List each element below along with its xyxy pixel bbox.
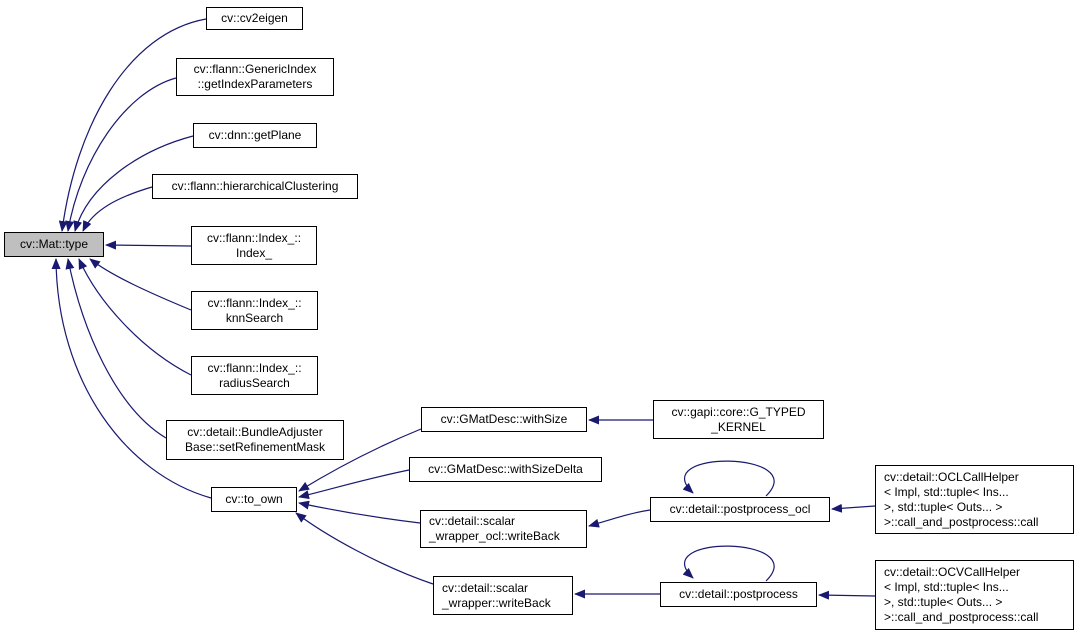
- node-postprocess-ocl[interactable]: cv::detail::postprocess_ocl: [650, 497, 830, 522]
- node-flann-radiussearch[interactable]: cv::flann::Index_:: radiusSearch: [191, 356, 318, 395]
- edge-with_size_delta-to-to_own: [298, 469, 410, 500]
- edge-with_size-to-to_own: [298, 428, 422, 492]
- node-flann-hierarchicalclustering[interactable]: cv::flann::hierarchicalClustering: [152, 174, 358, 199]
- edge-postprocess-to-postprocess: [682, 545, 775, 582]
- node-gmatdesc-withsizedelta[interactable]: cv::GMatDesc::withSizeDelta: [409, 457, 602, 482]
- node-to-own[interactable]: cv::to_own: [211, 487, 297, 512]
- node-postprocess[interactable]: cv::detail::postprocess: [660, 582, 817, 607]
- edge-ocl_call_helper-to-postprocess_ocl: [831, 503, 876, 513]
- edge-postprocess_ocl-to-postprocess_ocl: [682, 460, 775, 497]
- edge-cv2eigen-to-mat_type: [58, 18, 207, 232]
- node-gmatdesc-withsize[interactable]: cv::GMatDesc::withSize: [421, 407, 587, 432]
- edge-ocv_call_helper-to-postprocess: [818, 590, 876, 600]
- node-genericindex-getindexparameters[interactable]: cv::flann::GenericIndex ::getIndexParame…: [176, 58, 334, 96]
- edge-postprocess_ocl-to-scalar_wrapper_ocl: [588, 509, 651, 528]
- edge-knn_search-to-mat_type: [89, 258, 192, 311]
- node-ocv-call-helper-call[interactable]: cv::detail::OCVCallHelper < Impl, std::t…: [875, 560, 1074, 630]
- edge-hierarchical_clustering-to-mat_type: [82, 186, 153, 232]
- node-scalar-wrapper-ocl-writeback[interactable]: cv::detail::scalar _wrapper_ocl::writeBa…: [420, 510, 587, 548]
- edge-get_plane-to-mat_type: [73, 135, 194, 232]
- node-dnn-getplane[interactable]: cv::dnn::getPlane: [193, 123, 317, 148]
- edge-index_ctor-to-mat_type: [105, 240, 192, 250]
- node-cv-mat-type[interactable]: cv::Mat::type: [4, 232, 104, 257]
- edge-to_own-to-mat_type: [51, 258, 212, 499]
- node-flann-knnsearch[interactable]: cv::flann::Index_:: knnSearch: [191, 291, 318, 330]
- node-g-typed-kernel[interactable]: cv::gapi::core::G_TYPED _KERNEL: [653, 400, 824, 439]
- node-flann-index-ctor[interactable]: cv::flann::Index_:: Index_: [191, 226, 317, 265]
- edge-generic_index-to-mat_type: [65, 77, 177, 232]
- edge-scalar_wrapper_ocl-to-to_own: [298, 500, 421, 524]
- node-ocl-call-helper-call[interactable]: cv::detail::OCLCallHelper < Impl, std::t…: [875, 465, 1074, 534]
- node-scalar-wrapper-writeback[interactable]: cv::detail::scalar _wrapper::writeBack: [433, 576, 573, 615]
- edge-radius_search-to-mat_type: [78, 258, 192, 376]
- edge-bundle_adjuster-to-mat_type: [65, 258, 167, 439]
- node-bundleadjuster-setrefinementmask[interactable]: cv::detail::BundleAdjuster Base::setRefi…: [166, 420, 344, 460]
- edge-scalar_wrapper-to-to_own: [295, 512, 434, 585]
- node-cv2eigen[interactable]: cv::cv2eigen: [206, 7, 303, 30]
